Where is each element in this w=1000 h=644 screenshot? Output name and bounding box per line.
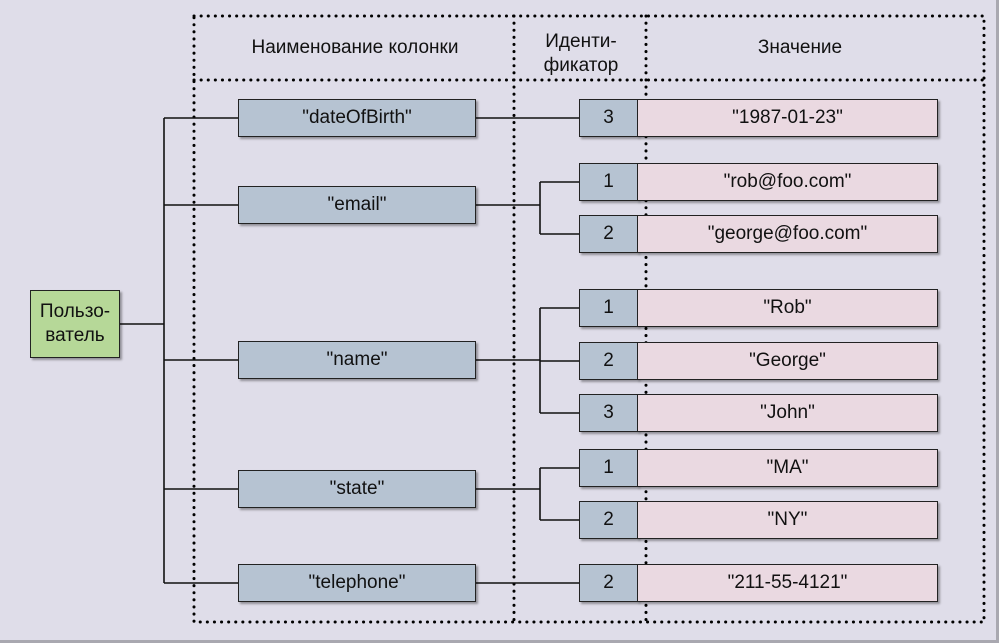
identifier-cell: 2 [579,215,638,253]
identifier-cell: 3 [579,99,638,137]
root-node-user: Пользо- ватель [30,290,120,358]
identifier-cell: 2 [579,564,638,602]
value-cell: "211-55-4121" [637,564,938,602]
value-cell: "Rob" [637,289,938,327]
identifier-cell: 1 [579,163,638,201]
identifier-cell: 2 [579,342,638,380]
column-name-node: "dateOfBirth" [238,99,476,137]
value-cell: "rob@foo.com" [637,163,938,201]
value-cell: "George" [637,342,938,380]
identifier-cell: 1 [579,289,638,327]
column-name-node: "name" [238,341,476,379]
root-label-line1: Пользо- [39,301,111,322]
value-cell: "MA" [637,449,938,487]
column-name-node: "telephone" [238,564,476,602]
column-name-node: "email" [238,186,476,224]
column-name-node: "state" [238,470,476,508]
root-label-line2: ватель [45,325,105,346]
value-cell: "NY" [637,501,938,539]
header-identifier: Иденти- фикатор [518,30,644,78]
header-identifier-line2: фикатор [543,55,619,76]
identifier-cell: 3 [579,394,638,432]
value-cell: "John" [637,394,938,432]
value-cell: "1987-01-23" [637,99,938,137]
header-value: Значение [757,37,843,58]
identifier-cell: 2 [579,501,638,539]
header-identifier-line1: Иденти- [545,31,617,52]
identifier-cell: 1 [579,449,638,487]
value-cell: "george@foo.com" [637,215,938,253]
header-column-name: Наименование колонки [251,37,459,58]
